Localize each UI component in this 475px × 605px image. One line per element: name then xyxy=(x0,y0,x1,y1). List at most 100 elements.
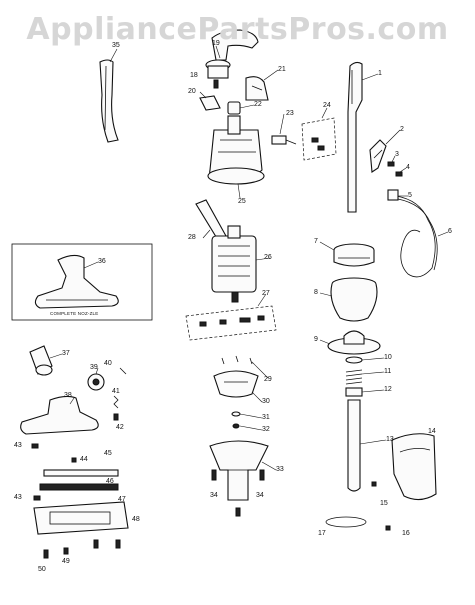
callout-24: 24 xyxy=(323,102,331,109)
callout-27: 27 xyxy=(262,290,270,297)
part-3-screw xyxy=(387,161,395,167)
part-42-pin xyxy=(113,413,119,421)
callout-41: 41 xyxy=(112,388,120,395)
part-48-screws xyxy=(93,539,121,549)
part-8-dust-bag xyxy=(330,277,378,322)
callout-25: 25 xyxy=(238,198,246,205)
callout-2: 2 xyxy=(400,126,404,133)
callout-49: 49 xyxy=(62,558,70,565)
callout-45: 45 xyxy=(104,450,112,457)
callout-40: 40 xyxy=(104,360,112,367)
part-15-screw xyxy=(371,481,377,487)
callout-37: 37 xyxy=(62,350,70,357)
part-26-motor xyxy=(211,225,257,303)
part-11-spring xyxy=(345,369,363,385)
callout-36: 36 xyxy=(98,258,106,265)
part-44-pin xyxy=(71,457,77,463)
callout-43-bottom: 43 xyxy=(14,494,22,501)
part-41-spring xyxy=(113,395,119,409)
part-38-nozzle xyxy=(20,395,99,435)
callout-17: 17 xyxy=(318,530,326,537)
callout-10: 10 xyxy=(384,354,392,361)
callout-39: 39 xyxy=(90,364,98,371)
callout-33: 33 xyxy=(276,466,284,473)
callout-30: 30 xyxy=(262,398,270,405)
part-31-washer xyxy=(231,411,241,417)
callout-48: 48 xyxy=(132,516,140,523)
callout-14: 14 xyxy=(428,428,436,435)
part-20-bracket xyxy=(199,95,221,111)
part-10-washer xyxy=(345,356,363,364)
callout-4: 4 xyxy=(406,164,410,171)
part-35-handle-grip xyxy=(99,59,119,143)
callout-6: 6 xyxy=(448,228,452,235)
part-40-screw xyxy=(119,367,127,375)
callout-23: 23 xyxy=(286,110,294,117)
callout-16: 16 xyxy=(402,530,410,537)
part-17-belt-ring xyxy=(325,516,367,528)
part-2-cord-clip xyxy=(369,139,387,173)
part-7-ring xyxy=(333,243,375,267)
callout-50: 50 xyxy=(38,566,46,573)
part-4-screw xyxy=(395,171,403,177)
part-32-nut xyxy=(232,423,240,429)
callout-11: 11 xyxy=(384,368,392,375)
callout-21: 21 xyxy=(278,66,286,73)
part-27-hardware-kit xyxy=(185,305,277,341)
callout-44: 44 xyxy=(80,456,88,463)
part-46-brush-strip xyxy=(39,483,119,491)
callout-18: 18 xyxy=(190,72,198,79)
callout-46: 46 xyxy=(106,478,114,485)
part-18-screw xyxy=(213,79,219,89)
callout-43-top: 43 xyxy=(14,442,22,449)
part-28-rod xyxy=(195,199,227,241)
inset-caption: COMPLETE NOZ-ZLE xyxy=(50,311,99,316)
part-30-fan-housing xyxy=(213,370,259,398)
callout-35: 35 xyxy=(112,42,120,49)
callout-47: 47 xyxy=(118,496,126,503)
part-24-switch-plate xyxy=(301,117,337,161)
callout-29: 29 xyxy=(264,376,272,383)
part-6-power-cord xyxy=(387,189,438,278)
callout-31: 31 xyxy=(262,414,270,421)
part-45-brush-roll xyxy=(43,469,119,477)
part-47-base-plate xyxy=(33,501,129,535)
part-43-screws xyxy=(31,443,41,501)
part-50-screw xyxy=(43,549,49,559)
part-21-clip xyxy=(245,76,269,101)
callout-3: 3 xyxy=(395,151,399,158)
callout-34-right: 34 xyxy=(256,492,264,499)
callout-22: 22 xyxy=(254,101,262,108)
callout-9: 9 xyxy=(314,336,318,343)
callout-20: 20 xyxy=(188,88,196,95)
leader-lines xyxy=(49,45,449,471)
callout-1: 1 xyxy=(378,70,382,77)
callout-13: 13 xyxy=(386,436,394,443)
part-33-base xyxy=(209,440,269,501)
part-12-collar xyxy=(345,387,363,397)
part-19-handle-top xyxy=(205,29,259,79)
part-37-hose xyxy=(29,345,53,376)
callout-5: 5 xyxy=(408,192,412,199)
watermark: AppliancePartsPros.com xyxy=(26,12,449,47)
part-22-bushing xyxy=(227,101,241,115)
part-25-motor-housing xyxy=(207,115,265,185)
callout-28: 28 xyxy=(188,234,196,241)
callout-26: 26 xyxy=(264,254,272,261)
part-16-screw xyxy=(385,525,391,531)
part-49-screw xyxy=(63,547,69,555)
part-14-bag-holder xyxy=(391,433,437,501)
part-1-upper-handle xyxy=(347,61,363,213)
part-34-screws xyxy=(211,469,265,517)
callout-34-left: 34 xyxy=(210,492,218,499)
callout-42: 42 xyxy=(116,424,124,431)
part-9-bag-cap xyxy=(327,330,381,355)
callout-19: 19 xyxy=(212,40,220,47)
part-13-lower-tube xyxy=(347,399,361,492)
inset-complete-nozzle xyxy=(11,243,153,321)
callout-15: 15 xyxy=(380,500,388,507)
part-39-wheel xyxy=(87,373,105,391)
callout-7: 7 xyxy=(314,238,318,245)
part-23-switch xyxy=(271,135,297,145)
